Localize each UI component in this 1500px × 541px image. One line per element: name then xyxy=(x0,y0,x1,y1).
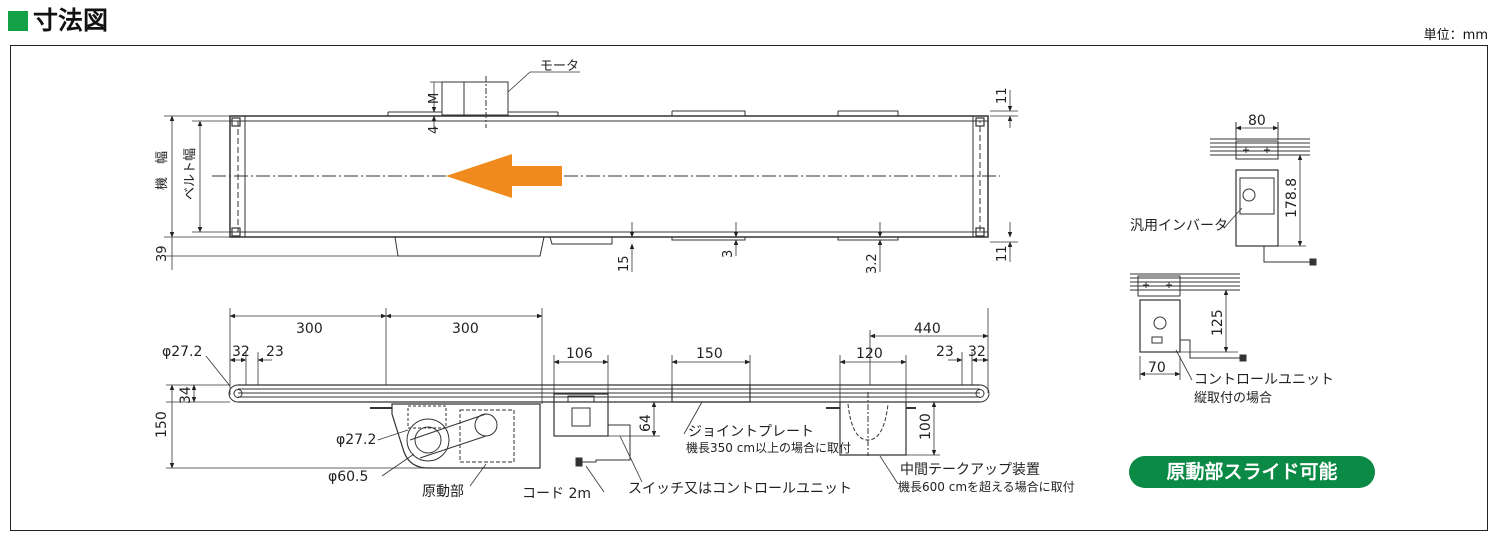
dim-34-label: 34 xyxy=(178,386,194,404)
dim-23-left-label: 23 xyxy=(266,344,284,360)
dim-32-left-label: 32 xyxy=(232,344,250,360)
belt-width-label: ベルト幅 xyxy=(183,148,198,200)
dim-100-label: 100 xyxy=(918,413,934,440)
takeup-label: 中間テークアップ装置 xyxy=(900,462,1040,478)
phi-60-5-label: φ60.5 xyxy=(328,469,368,485)
phi-27-2-top-label: φ27.2 xyxy=(162,344,202,360)
control-unit-labels: 125 70 コントロールユニット 縦取付の場合 xyxy=(1148,309,1334,406)
dim-64-label: 64 xyxy=(638,414,654,432)
dim-300-a-label: 300 xyxy=(296,321,323,337)
takeup-note: 機長600 cmを超える場合に取付 xyxy=(898,479,1075,494)
dim-4-label: 4 xyxy=(427,126,442,134)
side-view-labels: 300 300 440 φ27.2 32 23 106 150 120 23 3… xyxy=(154,321,1075,502)
drive-unit-label: 原動部 xyxy=(422,484,464,500)
dim-125-label: 125 xyxy=(1210,309,1226,336)
dim-3-label: 3 xyxy=(721,250,736,258)
joint-plate-note: 機長350 cm以上の場合に取付 xyxy=(686,440,851,455)
motor-label: モータ xyxy=(540,59,579,74)
dim-106-label: 106 xyxy=(566,346,593,362)
dim-440-label: 440 xyxy=(914,321,941,337)
dim-3-2-label: 3.2 xyxy=(865,253,880,274)
side-view xyxy=(228,384,990,469)
dim-23-right-label: 23 xyxy=(936,344,954,360)
header-square-icon xyxy=(8,11,28,31)
top-view-dimensions xyxy=(164,71,1018,272)
machine-width-label: 機 幅 xyxy=(155,151,170,190)
dim-70-label: 70 xyxy=(1148,360,1166,376)
control-unit-view xyxy=(1130,273,1247,381)
travel-direction-arrow xyxy=(446,154,562,198)
dim-11-top-label: 11 xyxy=(995,87,1010,104)
unit-label: 単位：mm xyxy=(1423,28,1488,43)
switch-unit-label: スイッチ又はコントロールユニット xyxy=(628,481,852,497)
dim-32-right-label: 32 xyxy=(968,344,986,360)
dim-80-label: 80 xyxy=(1248,113,1266,129)
phi-27-2-pulley-label: φ27.2 xyxy=(336,432,376,448)
slidable-drive-badge: 原動部スライド可能 xyxy=(1129,456,1375,488)
dim-178-8-label: 178.8 xyxy=(1284,178,1300,218)
joint-plate-label: ジョイントプレート xyxy=(688,424,814,440)
dim-300-b-label: 300 xyxy=(452,321,479,337)
dim-150-height-label: 150 xyxy=(154,411,170,438)
dim-39-label: 39 xyxy=(155,245,170,262)
control-unit-note: 縦取付の場合 xyxy=(1194,391,1272,406)
dim-M-label: M xyxy=(427,93,442,104)
drawing-frame xyxy=(10,45,1488,531)
control-unit-label: コントロールユニット xyxy=(1194,372,1334,388)
dim-150-plate-label: 150 xyxy=(696,346,723,362)
inverter-label: 汎用インバータ xyxy=(1130,218,1228,234)
inverter-view xyxy=(1210,122,1317,266)
dim-120-label: 120 xyxy=(856,346,883,362)
cord-label: コード 2m xyxy=(522,486,591,502)
page-title: 寸法図 xyxy=(33,6,109,35)
top-view-labels: モータ 機 幅 ベルト幅 M 4 39 11 11 15 3 3.2 xyxy=(155,59,1010,274)
top-view xyxy=(212,76,1000,257)
dim-15-label: 15 xyxy=(617,255,632,272)
inverter-labels: 80 178.8 汎用インバータ xyxy=(1130,113,1300,234)
side-view-dimensions xyxy=(166,308,989,493)
dim-11-bottom-label: 11 xyxy=(995,245,1010,262)
